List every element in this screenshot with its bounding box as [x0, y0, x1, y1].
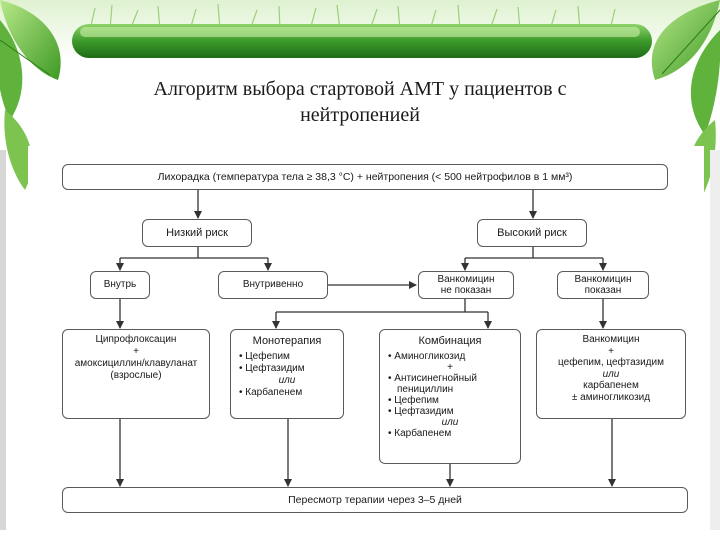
vancomycin-indicated-box: Ванкомицин показан — [557, 271, 649, 299]
flowchart-connectors — [116, 190, 616, 487]
combination-box: Комбинация • Аминогликозид + • Антисинег… — [379, 329, 521, 464]
grass-decoration — [89, 3, 616, 31]
vancomycin-regimen-box: Ванкомицин + цефепим, цефтазидим или кар… — [536, 329, 686, 419]
slide-title-line1: Алгоритм выбора стартовой АМТ у пациенто… — [153, 78, 567, 100]
slide-title-line2: нейтропенией — [300, 104, 420, 126]
iv-box: Внутривенно — [218, 271, 328, 299]
flowchart-panel: Лихорадка (температура тела ≥ 38,3 °С) +… — [28, 146, 704, 526]
therapy-review-box: Пересмотр терапии через 3–5 дней — [62, 487, 688, 513]
oral-box: Внутрь — [90, 271, 150, 299]
high-risk-box: Высокий риск — [477, 219, 587, 247]
connector-high-split — [465, 247, 603, 259]
connector-vanco-no-split — [276, 299, 488, 313]
monotherapy-box: Монотерапия • Цефепим • Цефтазидим или •… — [230, 329, 344, 419]
low-risk-box: Низкий риск — [142, 219, 252, 247]
vancomycin-not-indicated-box: Ванкомицин не показан — [418, 271, 514, 299]
leaves-left — [0, 0, 61, 190]
slide-title: Алгоритм выбора стартовой АМТ у пациенто… — [95, 76, 625, 128]
fever-neutropenia-box: Лихорадка (температура тела ≥ 38,3 °С) +… — [62, 164, 668, 190]
connector-low-split — [120, 247, 268, 259]
ciprofloxacin-box: Ципрофлоксацин + амоксициллин/клавуланат… — [62, 329, 210, 419]
